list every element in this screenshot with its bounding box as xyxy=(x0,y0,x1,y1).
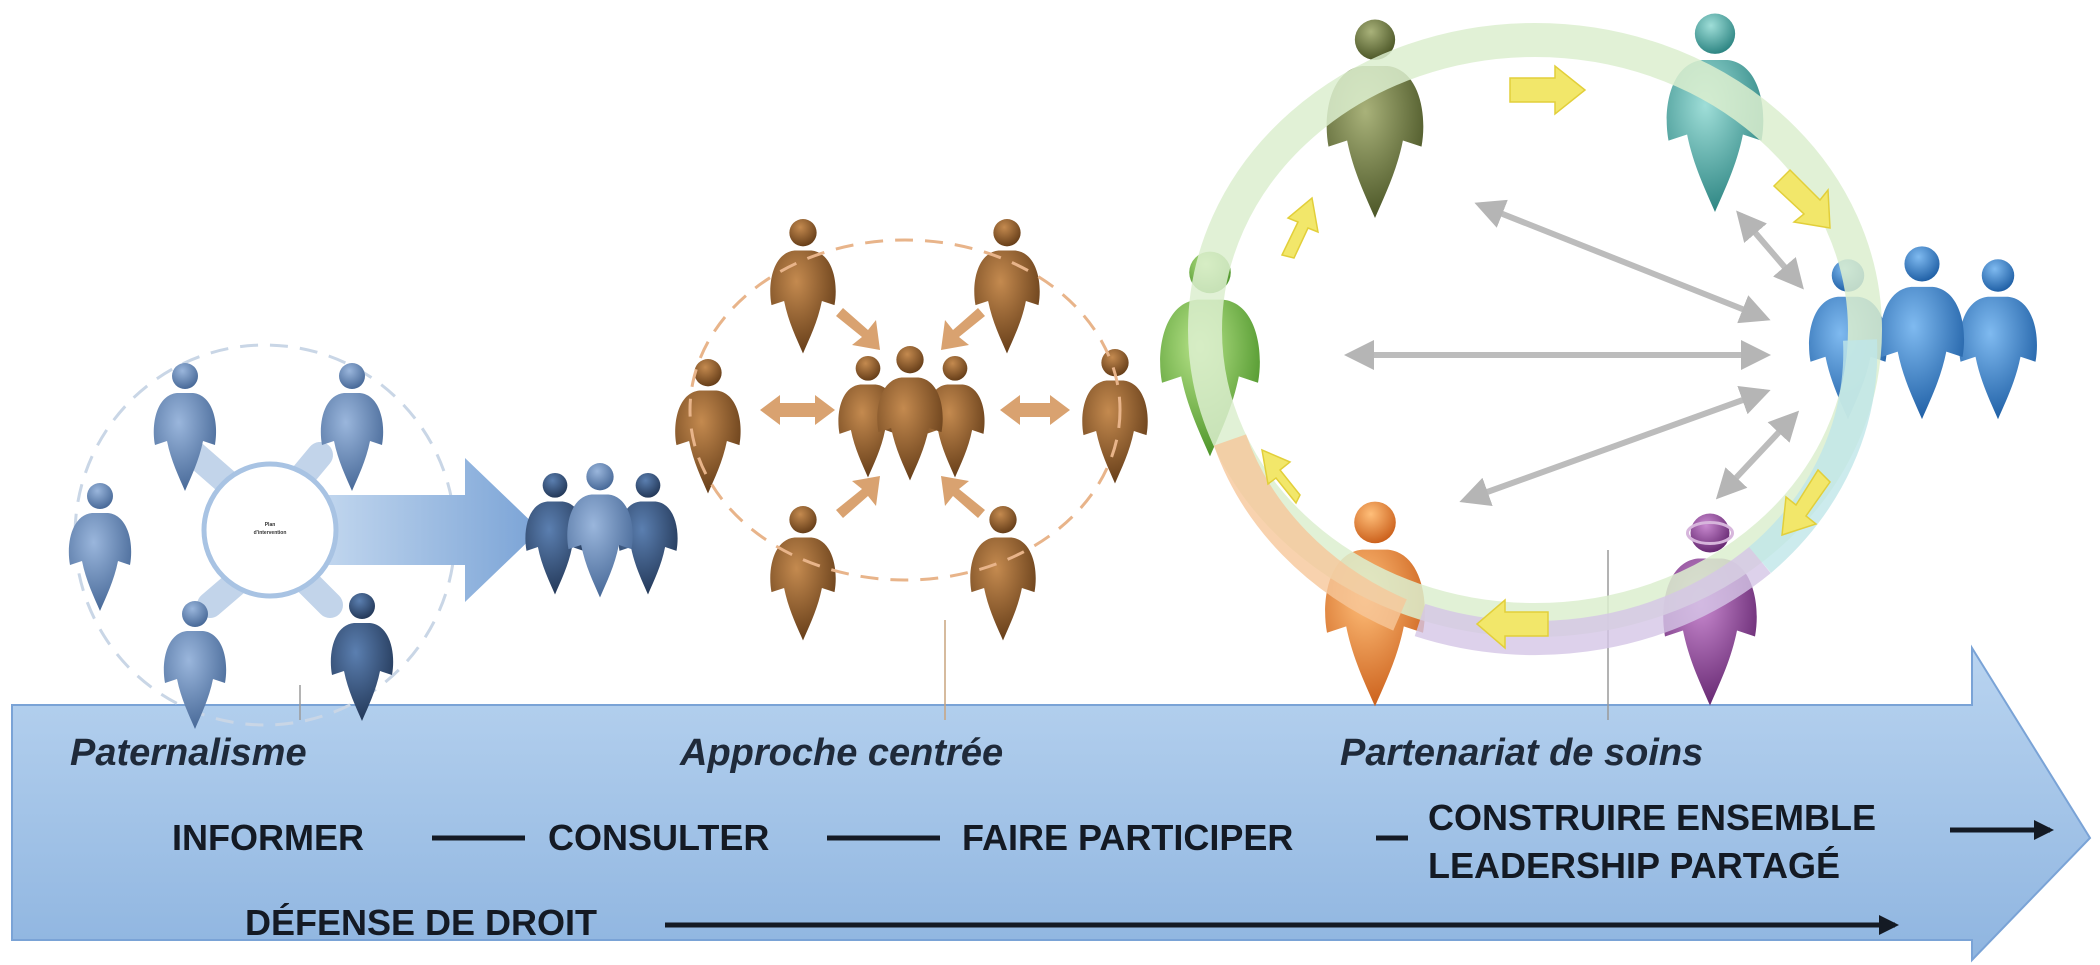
team-person-icon xyxy=(1879,246,1965,420)
center-person-icon xyxy=(877,346,943,481)
partnership-cycle xyxy=(1188,23,1882,656)
person-icon xyxy=(330,593,394,721)
cycle-arrow-icon xyxy=(1509,64,1587,116)
big-arrow-icon xyxy=(300,458,540,602)
hub-text-line1: Plan xyxy=(265,522,276,528)
cycle-arrow-icon xyxy=(1475,598,1549,650)
cycle-arrow-icon xyxy=(1772,168,1831,229)
action-co-construct: CONSTRUIRE ENSEMBLE xyxy=(1428,797,1876,838)
team-person-icon xyxy=(1959,259,2037,420)
timeline-band xyxy=(11,644,2092,963)
person-icon xyxy=(770,506,836,641)
action-advocacy: DÉFENSE DE DROIT xyxy=(245,902,597,943)
person-icon xyxy=(970,506,1036,641)
action-shared-leadership: LEADERSHIP PARTAGÉ xyxy=(1428,845,1840,886)
person-icon xyxy=(163,601,227,729)
cycle-arrow-icon xyxy=(1261,448,1301,505)
inward-arrow-icon xyxy=(836,476,880,518)
person-icon xyxy=(770,219,836,354)
centered-cluster xyxy=(688,238,1122,582)
action-consult: CONSULTER xyxy=(548,817,769,858)
inward-arrow-icon xyxy=(836,308,880,350)
action-participate: FAIRE PARTICIPER xyxy=(962,817,1293,858)
double-arrow-icon xyxy=(760,395,835,425)
stage-label-centered: Approche centrée xyxy=(679,732,1003,774)
person-icon xyxy=(153,363,217,491)
inward-arrow-icon xyxy=(941,476,985,518)
team-person-icon xyxy=(567,463,633,598)
hub-circle xyxy=(201,461,339,599)
stage-label-partnership: Partenariat de soins xyxy=(1340,732,1703,774)
person-icon xyxy=(320,363,384,491)
person-icon xyxy=(68,483,132,611)
paternalism-cluster: Plan d'intervention xyxy=(73,343,540,727)
team-person-icon xyxy=(618,472,678,595)
people-layer xyxy=(68,13,2037,729)
double-arrow-icon xyxy=(1000,395,1070,425)
hub-text-line2: d'intervention xyxy=(254,530,287,536)
action-inform: INFORMER xyxy=(172,817,364,858)
inward-arrow-icon xyxy=(941,308,985,350)
cycle-arrow-icon xyxy=(1781,468,1831,537)
person-icon xyxy=(974,219,1040,354)
person-icon xyxy=(675,359,741,494)
stage-label-paternalism: Paternalisme xyxy=(70,732,307,774)
cycle-arrow-icon xyxy=(1280,196,1319,259)
